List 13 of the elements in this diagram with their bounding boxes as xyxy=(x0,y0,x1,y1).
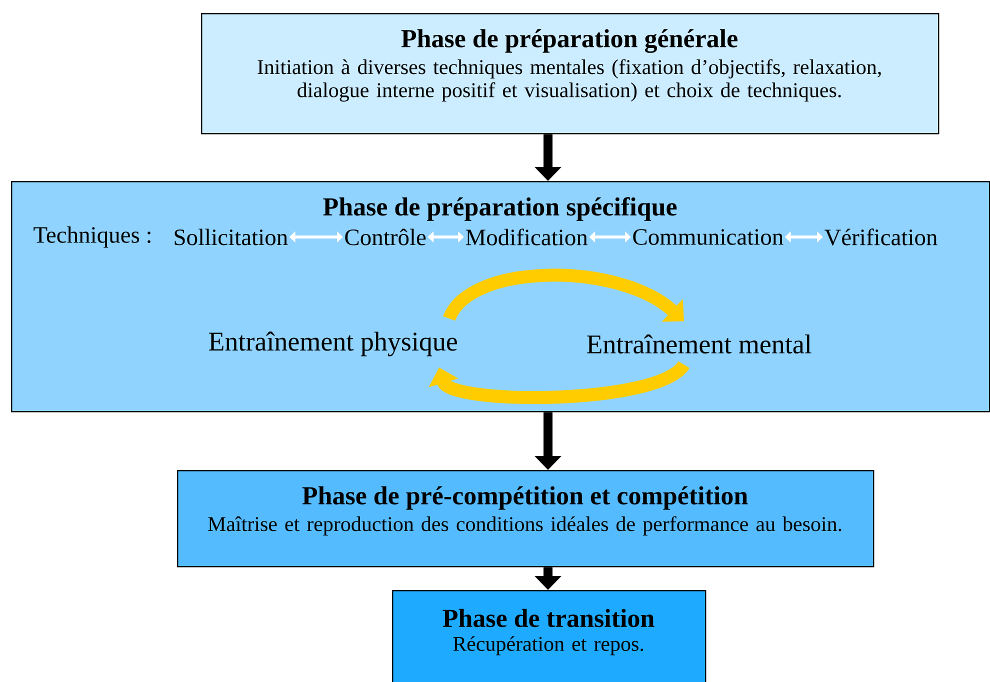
technique-label: Contrôle xyxy=(345,228,426,246)
row-label: Techniques : xyxy=(34,226,150,248)
arrow xyxy=(428,360,689,404)
arrow xyxy=(589,231,631,243)
technique-label: Sollicitation xyxy=(174,228,288,246)
training-label: Entraînement mental xyxy=(587,334,812,354)
phase-box: Phase de pré-compétition et compétition Maîtrise et reproduction des conditions idéales de performance au besoin. xyxy=(177,470,874,568)
phase-box: Phase de préparation générale Initiation à diverses techniques mentales (fixation d’objectifs, relaxation, dialogue interne positif et visualisation) et choix de techniques. xyxy=(201,13,940,134)
technique-label: Modification xyxy=(466,228,588,246)
training-label: Entraînement physique xyxy=(209,332,457,356)
technique-label: Vérification xyxy=(824,228,938,246)
technique-label: Communication xyxy=(633,229,784,245)
phase-box: Phase de transition Récupération et repos. xyxy=(392,590,706,682)
